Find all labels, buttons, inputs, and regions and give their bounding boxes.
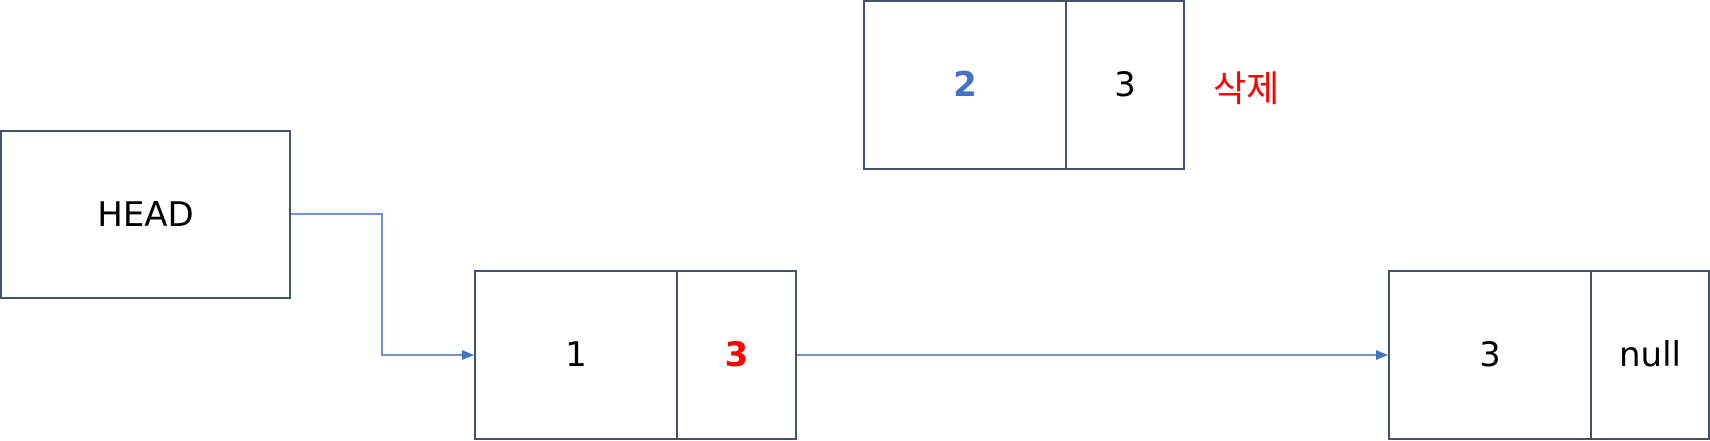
head-box: HEAD [0, 130, 291, 299]
node-2-deleted: 2 3 [863, 0, 1185, 170]
node-2-data: 2 [953, 65, 977, 105]
node-3-next: null [1590, 272, 1708, 438]
node-3-data: 3 [1479, 335, 1501, 375]
head-to-node1-arrow [291, 213, 474, 360]
delete-label: 삭제 [1213, 69, 1280, 110]
node-2-next: 3 [1065, 2, 1183, 168]
node-1: 1 3 [474, 270, 797, 440]
node-3: 3 null [1388, 270, 1710, 440]
node-1-next: 3 [676, 272, 795, 438]
node-1-data: 1 [565, 335, 587, 375]
head-label: HEAD [97, 194, 194, 235]
